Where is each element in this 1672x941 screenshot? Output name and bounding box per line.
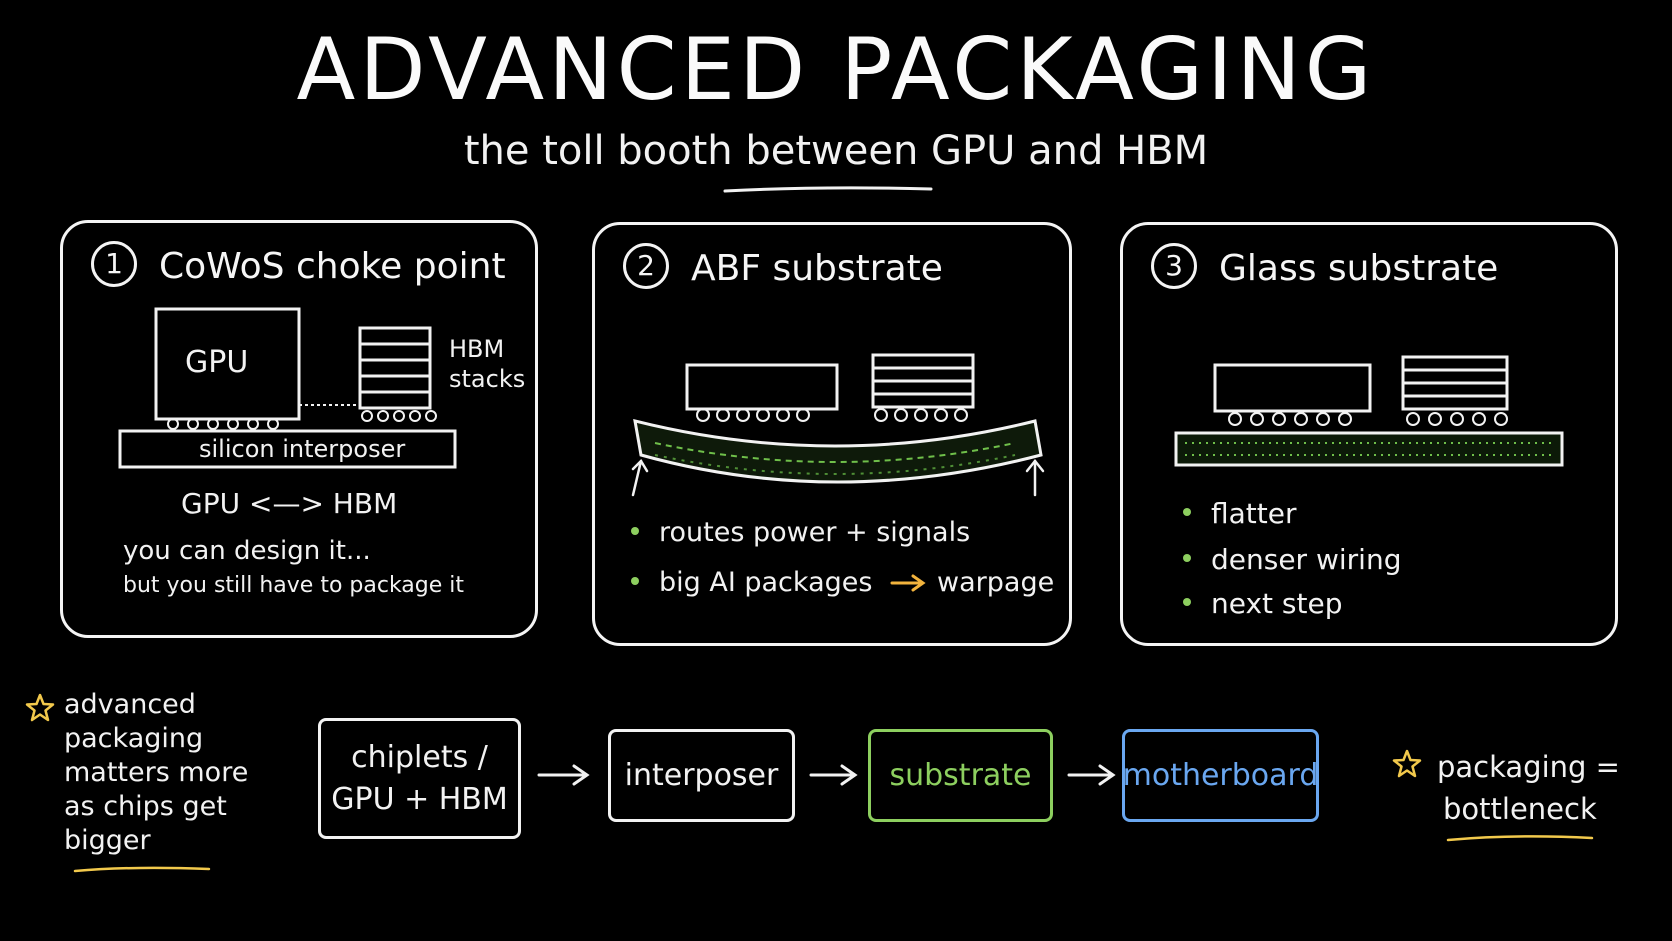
hbm-bumps <box>1406 412 1508 426</box>
glass-bullet-3: next step <box>1183 587 1343 620</box>
abf-diagram <box>631 353 1045 497</box>
bullet-text: big AI packages <box>659 567 873 598</box>
hbm-bumps <box>874 408 968 422</box>
arrow-right-icon <box>537 764 590 786</box>
page-title: ADVANCED PACKAGING <box>296 20 1376 120</box>
arrow-right-icon <box>809 764 858 786</box>
panel-title-glass: 3 Glass substrate <box>1151 243 1499 293</box>
gpu-die <box>685 363 839 411</box>
right-note-line: bottleneck <box>1443 792 1597 826</box>
abf-bullet-1: routes power + signals <box>631 517 970 548</box>
panel-cowos: 1 CoWoS choke point GPU HBM stacks silico… <box>60 220 538 638</box>
bullet-icon <box>631 526 639 535</box>
panel-title-cowos: 1 CoWoS choke point <box>91 241 506 291</box>
glass-substrate <box>1174 431 1564 467</box>
flow-label: GPU + HBM <box>331 781 508 817</box>
panel1-line2: but you still have to package it <box>123 573 465 598</box>
abf-bullet-2: big AI packages warpage <box>631 567 1054 598</box>
panel-title-abf: 2 ABF substrate <box>623 243 943 293</box>
right-note-line: packaging = <box>1437 750 1620 784</box>
right-note: packaging = bottleneck <box>1437 746 1620 830</box>
flow-box-substrate: substrate <box>868 729 1053 822</box>
bullet-icon <box>1183 598 1191 606</box>
panel-title-text: ABF substrate <box>691 248 943 289</box>
left-note-line: advanced <box>64 689 196 720</box>
panel1-line1: you can design it... <box>123 536 371 566</box>
glass-diagram <box>1174 355 1564 467</box>
flow-box-motherboard: motherboard <box>1122 729 1319 822</box>
gpu-bumps <box>696 408 810 422</box>
stacks-label: stacks <box>449 365 526 393</box>
warped-substrate <box>633 418 1043 484</box>
number-badge: 2 <box>623 243 669 289</box>
link-label: GPU <—> HBM <box>181 487 398 520</box>
number-badge: 3 <box>1151 243 1197 289</box>
flow-box-interposer: interposer <box>608 729 795 822</box>
panel-glass: 3 Glass substrate flatter denser wiring n… <box>1120 222 1618 646</box>
gpu-bumps <box>1228 412 1352 426</box>
arrow-right-icon <box>1067 764 1116 786</box>
subtitle-underline <box>723 186 933 193</box>
star-icon <box>1392 749 1422 778</box>
right-note-underline <box>1446 835 1594 842</box>
bullet-text: denser wiring <box>1211 543 1402 576</box>
gpu-die <box>154 307 301 421</box>
bullet-text: flatter <box>1211 497 1297 530</box>
arrow-up-icon <box>1025 458 1045 497</box>
bullet-icon <box>1183 554 1191 562</box>
flow-box-chiplets: chiplets / GPU + HBM <box>318 718 521 839</box>
panel-title-text: CoWoS choke point <box>159 246 506 287</box>
hbm-bumps <box>361 410 437 422</box>
number-badge: 1 <box>91 241 137 287</box>
bullet-text: next step <box>1211 587 1343 620</box>
flow-label: chiplets / <box>351 739 488 775</box>
left-note: advanced packaging matters more as chips… <box>64 688 248 858</box>
left-note-underline <box>73 866 211 873</box>
substrate-wiring <box>654 442 1016 463</box>
page-subtitle: the toll booth between GPU and HBM <box>463 128 1209 174</box>
panel-title-text: Glass substrate <box>1219 248 1499 289</box>
cowos-diagram <box>118 307 457 469</box>
hbm-stack <box>358 326 432 410</box>
gpu-die <box>1213 363 1372 413</box>
gpu-label: GPU <box>185 345 249 380</box>
gpu-bumps <box>167 418 279 430</box>
glass-bullet-2: denser wiring <box>1183 543 1401 576</box>
interposer-label: silicon interposer <box>199 435 406 463</box>
star-icon <box>25 693 55 722</box>
bullet-icon <box>1183 508 1191 516</box>
left-note-line: matters more <box>64 757 249 788</box>
hbm-stack <box>1401 355 1509 411</box>
hbm-label: HBM <box>449 335 505 363</box>
bullet-text: routes power + signals <box>659 517 971 548</box>
substrate-wiring <box>1185 442 1553 456</box>
left-note-line: bigger <box>64 825 151 856</box>
bullet-text: warpage <box>937 567 1055 598</box>
arrow-right-icon <box>890 574 926 592</box>
left-note-line: as chips get <box>64 791 227 822</box>
glass-bullet-1: flatter <box>1183 497 1297 530</box>
left-note-line: packaging <box>64 723 204 754</box>
arrow-up-icon <box>631 458 649 497</box>
silicon-interposer <box>118 429 457 469</box>
bullet-icon <box>631 576 639 585</box>
hbm-stack <box>871 353 975 409</box>
